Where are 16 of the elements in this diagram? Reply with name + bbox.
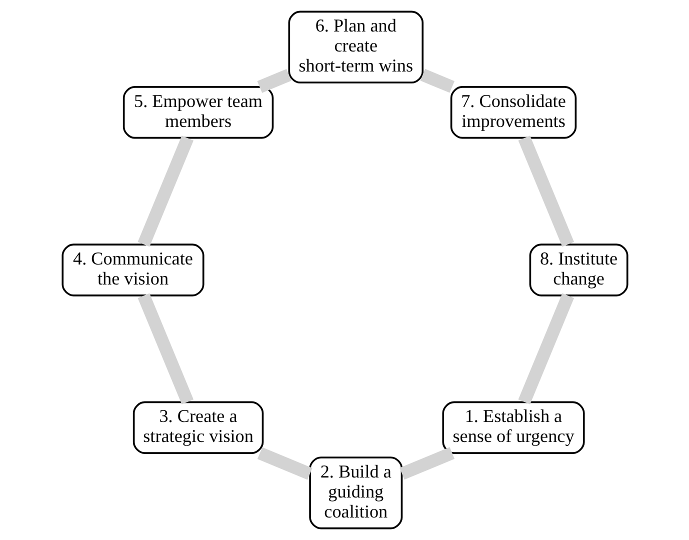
connector [518,136,574,247]
node-box: 7. Consolidate improvements [450,86,576,139]
connector [256,68,291,93]
node-box: 1. Establish a sense of urgency [442,401,584,454]
connector [137,136,194,247]
node-box: 4. Communicate the vision [61,244,204,296]
connector [256,447,312,480]
connector [518,293,574,404]
node-box: 2. Build a guiding coalition [308,456,402,530]
node-box: 3. Create a strategic vision [132,401,264,454]
connector [399,447,454,480]
connector [137,293,194,404]
node-box: 6. Plan and create short-term wins [288,10,424,84]
connector [420,68,454,93]
node-box: 5. Empower team members [122,86,274,139]
node-box: 8. Institute change [528,244,628,296]
